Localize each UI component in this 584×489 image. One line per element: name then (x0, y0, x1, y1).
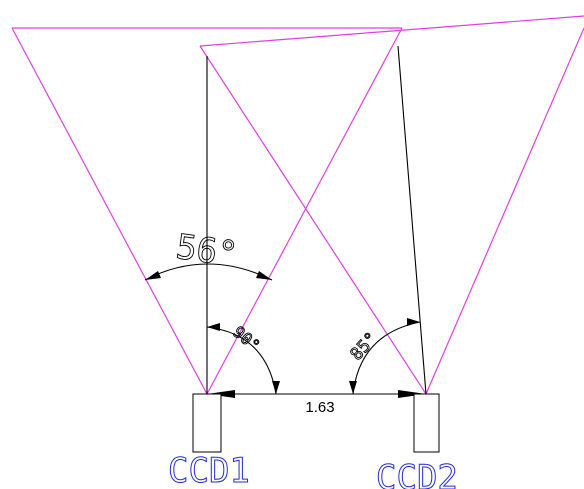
baseline-label: 1.63 (305, 399, 334, 416)
fov-angle-dimension: 56° (144, 226, 273, 281)
ccd2-optical-axis (397, 45, 427, 395)
fov-arrow-right (256, 271, 272, 280)
ccd2-angle-dimension: 85° (346, 318, 421, 395)
ccd1-label: CCD1 (168, 451, 250, 489)
baseline-arrow-right (398, 390, 426, 398)
ccd2-angle-arrow-bottom (349, 381, 357, 394)
ccd2-angle-arrow-top (407, 318, 420, 326)
ccd2-fov-top (199, 15, 584, 47)
ccd2-label: CCD2 (376, 458, 458, 489)
ccd2-body (413, 393, 440, 453)
ccd1-angle-dimension: 90° (206, 322, 280, 395)
fov-arrow-left (145, 271, 161, 280)
ccd1-angle-arrow-top (207, 323, 220, 331)
ccd2-angle-label: 85° (347, 329, 382, 365)
ccd1-angle-arrow-bottom (272, 381, 280, 394)
baseline-dimension: 1.63 (207, 390, 426, 416)
ccd1-angle-label: 90° (229, 322, 263, 355)
fov-angle-label: 56° (174, 227, 240, 275)
ccd1-body (192, 393, 222, 453)
